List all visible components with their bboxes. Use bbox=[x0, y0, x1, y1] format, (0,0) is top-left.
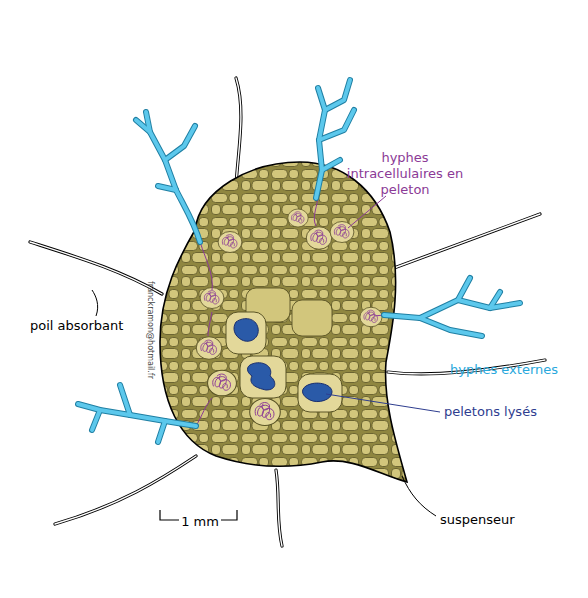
external-hyphae-label: hyphes externes bbox=[450, 362, 558, 378]
lysed-pelotons-label: peletons lysés bbox=[444, 404, 537, 420]
root-hair-label: poil absorbant bbox=[30, 318, 123, 334]
watermark: franckramon@hotmail.fr bbox=[145, 281, 155, 379]
scale-label: 1 mm bbox=[179, 514, 221, 530]
suspensor-label: suspenseur bbox=[440, 512, 515, 528]
pelotons-label: hyphes intracellulaires en peleton bbox=[340, 150, 470, 198]
